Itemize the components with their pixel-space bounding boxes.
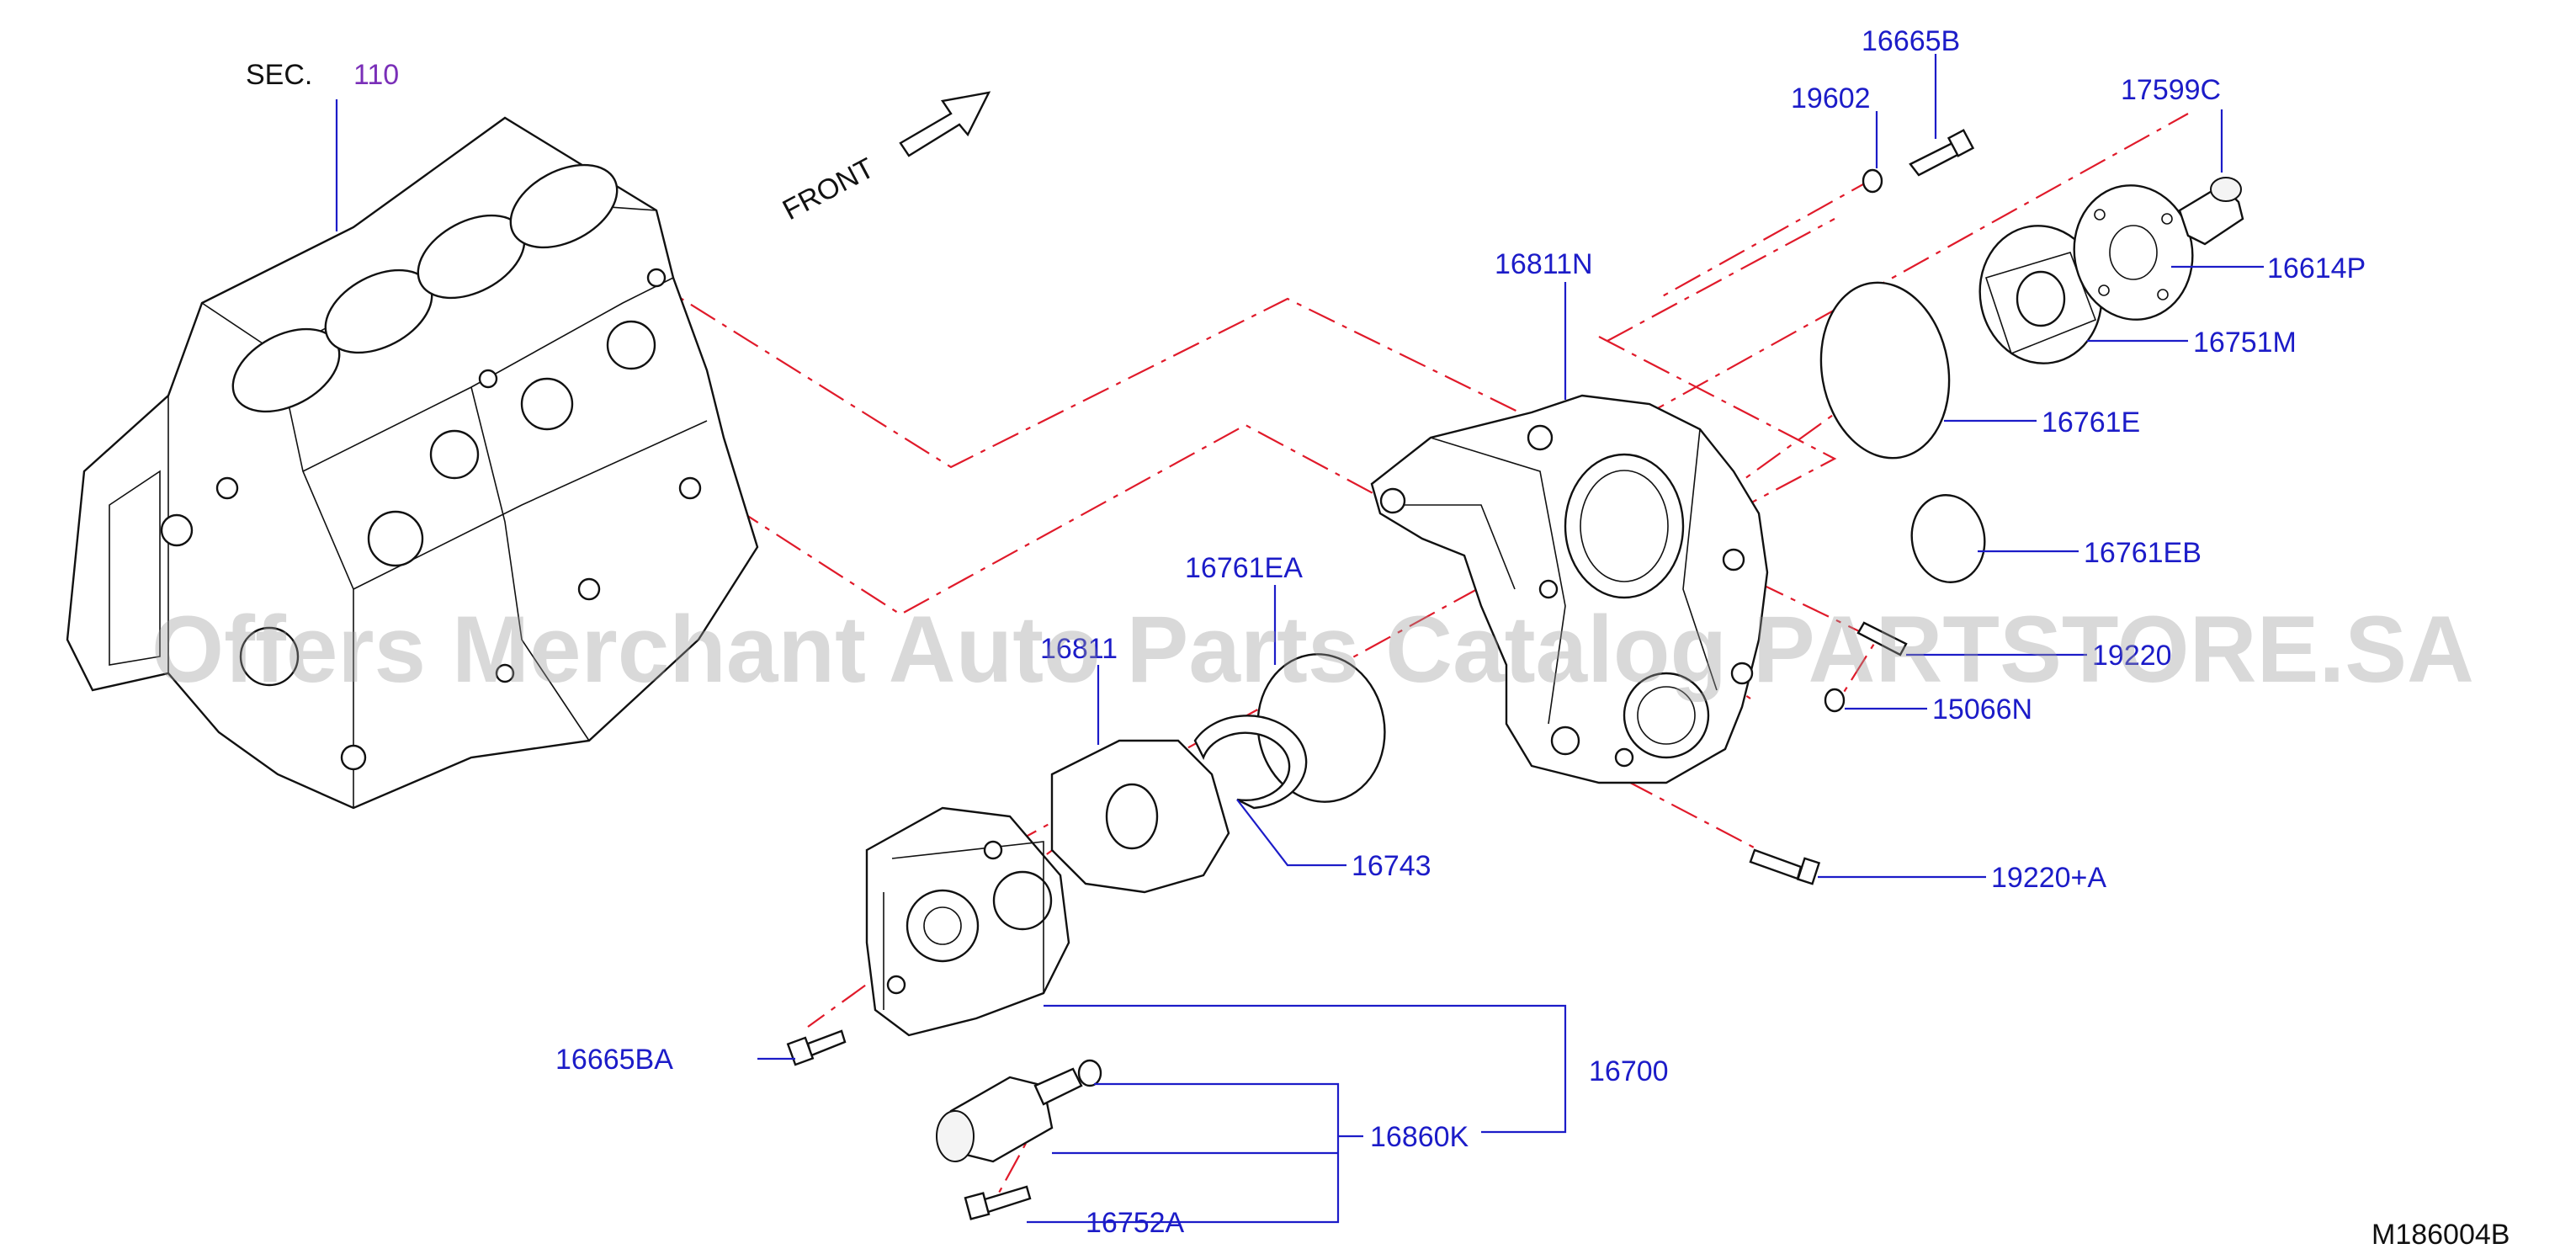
label-15066N[interactable]: 15066N — [1932, 694, 2032, 725]
centerline-lower-bolt — [1581, 757, 1760, 851]
label-16811N[interactable]: 16811N — [1495, 248, 1593, 280]
label-16665BA[interactable]: 16665BA — [555, 1044, 673, 1076]
label-16751M[interactable]: 16751M — [2193, 327, 2297, 359]
drawing-code: M186004B — [2372, 1219, 2510, 1249]
label-17599C[interactable]: 17599C — [2121, 74, 2221, 106]
right-bolts — [1749, 621, 1908, 885]
label-16752A[interactable]: 16752A — [1086, 1207, 1185, 1239]
bolt-19220 — [1856, 621, 1908, 656]
centerline-bolt-19602 — [1657, 176, 1878, 300]
front-cover — [1370, 394, 1769, 784]
bolt-16665BA — [806, 1029, 847, 1057]
label-16665B[interactable]: 16665B — [1862, 25, 1960, 57]
label-16614P[interactable]: 16614P — [2267, 252, 2366, 284]
seal-16743 — [1193, 715, 1308, 810]
label-16761E[interactable]: 16761E — [2042, 407, 2140, 438]
front-direction-label: FRONT — [778, 152, 879, 227]
oil-pump-parts — [1862, 129, 2244, 364]
timing-chain-assembly — [865, 806, 1070, 1037]
label-19602[interactable]: 19602 — [1791, 82, 1871, 114]
label-16811[interactable]: 16811 — [1040, 633, 1118, 665]
centerline-upper — [647, 277, 1861, 507]
label-19220[interactable]: 19220 — [2092, 640, 2172, 672]
section-ref-number[interactable]: 110 — [353, 59, 399, 91]
cylinder-block — [66, 116, 759, 810]
centerline-front-cover — [1607, 218, 1835, 342]
watermark: Offers Merchant Auto Parts Catalog PARTS… — [151, 597, 2474, 702]
labels: SEC. 110 FRONT 16665B 19602 17599C 16614… — [246, 25, 2510, 1249]
chain-cover-parts — [1050, 715, 1308, 894]
label-16761EA[interactable]: 16761EA — [1185, 552, 1303, 584]
section-ref-prefix: SEC. — [246, 59, 312, 91]
gasket-16761E — [1819, 281, 1951, 460]
bolt-16752A — [983, 1185, 1032, 1214]
front-arrow — [899, 91, 991, 157]
bottom-parts — [786, 1029, 1102, 1220]
leader-lines — [335, 54, 2264, 1224]
label-19220A[interactable]: 19220+A — [1991, 862, 2106, 894]
bolt-19220A — [1749, 848, 1803, 880]
gasket-16761EB — [1910, 494, 1986, 583]
label-16761EB[interactable]: 16761EB — [2084, 537, 2202, 569]
label-16743[interactable]: 16743 — [1352, 850, 1431, 882]
label-16860K[interactable]: 16860K — [1370, 1121, 1469, 1153]
label-16700[interactable]: 16700 — [1589, 1055, 1669, 1087]
oring-16860K — [1077, 1059, 1102, 1087]
washer-15066N — [1824, 688, 1846, 713]
